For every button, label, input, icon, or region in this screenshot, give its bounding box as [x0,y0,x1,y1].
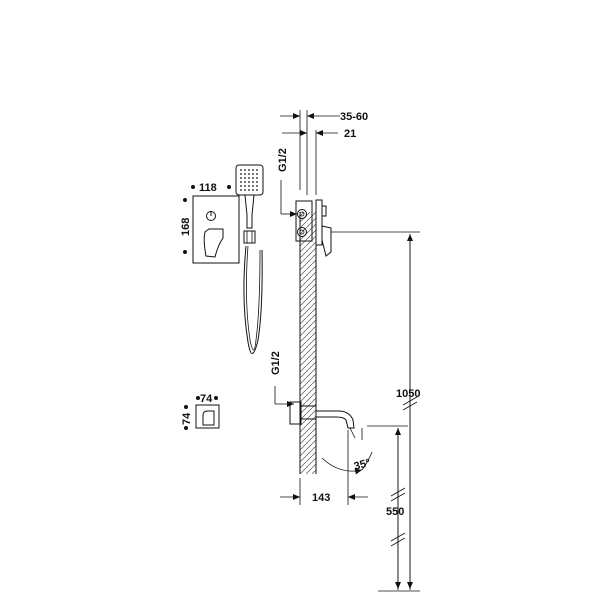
spout-projection-dimension: 143 [280,430,368,505]
upper-outlet [297,209,307,219]
upper-thread-callout: G1/2 [277,148,297,217]
shower-head [235,164,264,196]
wall-bracket [243,230,256,244]
plate-height-dimension: 168 [180,198,192,254]
wall-depth-label: 35-60 [340,111,368,123]
small-plate-width-label: 74 [200,393,213,405]
spout-connector [289,401,302,425]
plate-outline [192,195,240,264]
upper-thread-label: G1/2 [277,148,289,172]
small-plate-outline [195,404,220,429]
depth-dimensions: 35-60 21 [280,110,368,195]
shower-handle [244,194,255,229]
bath-spout [289,401,355,429]
wall-hatch [300,212,316,474]
plate-width-label: 118 [199,182,217,194]
small-plate-height-label: 74 [181,412,193,425]
mixer-lever [203,228,224,258]
shower-nozzles [240,169,258,191]
side-plate [315,199,323,246]
spout-angle-dimension: 35° [321,427,373,475]
spout-outlet [315,410,355,429]
plate-height-label: 168 [180,218,192,236]
spout-height-label: 550 [386,506,404,518]
shower-hose [243,245,263,354]
spout-projection-label: 143 [312,492,330,504]
valve-cover-plate [192,195,240,264]
height-dimensions: 1050 550 [331,231,420,592]
diverter-plate: 74 74 [181,393,220,430]
valve-box [295,200,313,242]
wall-section [299,212,317,474]
lower-inlet [297,227,307,237]
spout-angle-label: 35° [353,457,372,473]
concealed-valve [295,199,332,257]
valve-height-label: 1050 [396,388,420,400]
valve-body-label: 21 [344,128,356,140]
lower-thread-callout: G1/2 [270,351,294,407]
lower-thread-label: G1/2 [270,351,282,375]
side-lever [321,225,332,257]
small-plate-lever [202,410,215,426]
plate-width-dimension: 118 [191,182,231,194]
hand-shower [235,164,264,354]
